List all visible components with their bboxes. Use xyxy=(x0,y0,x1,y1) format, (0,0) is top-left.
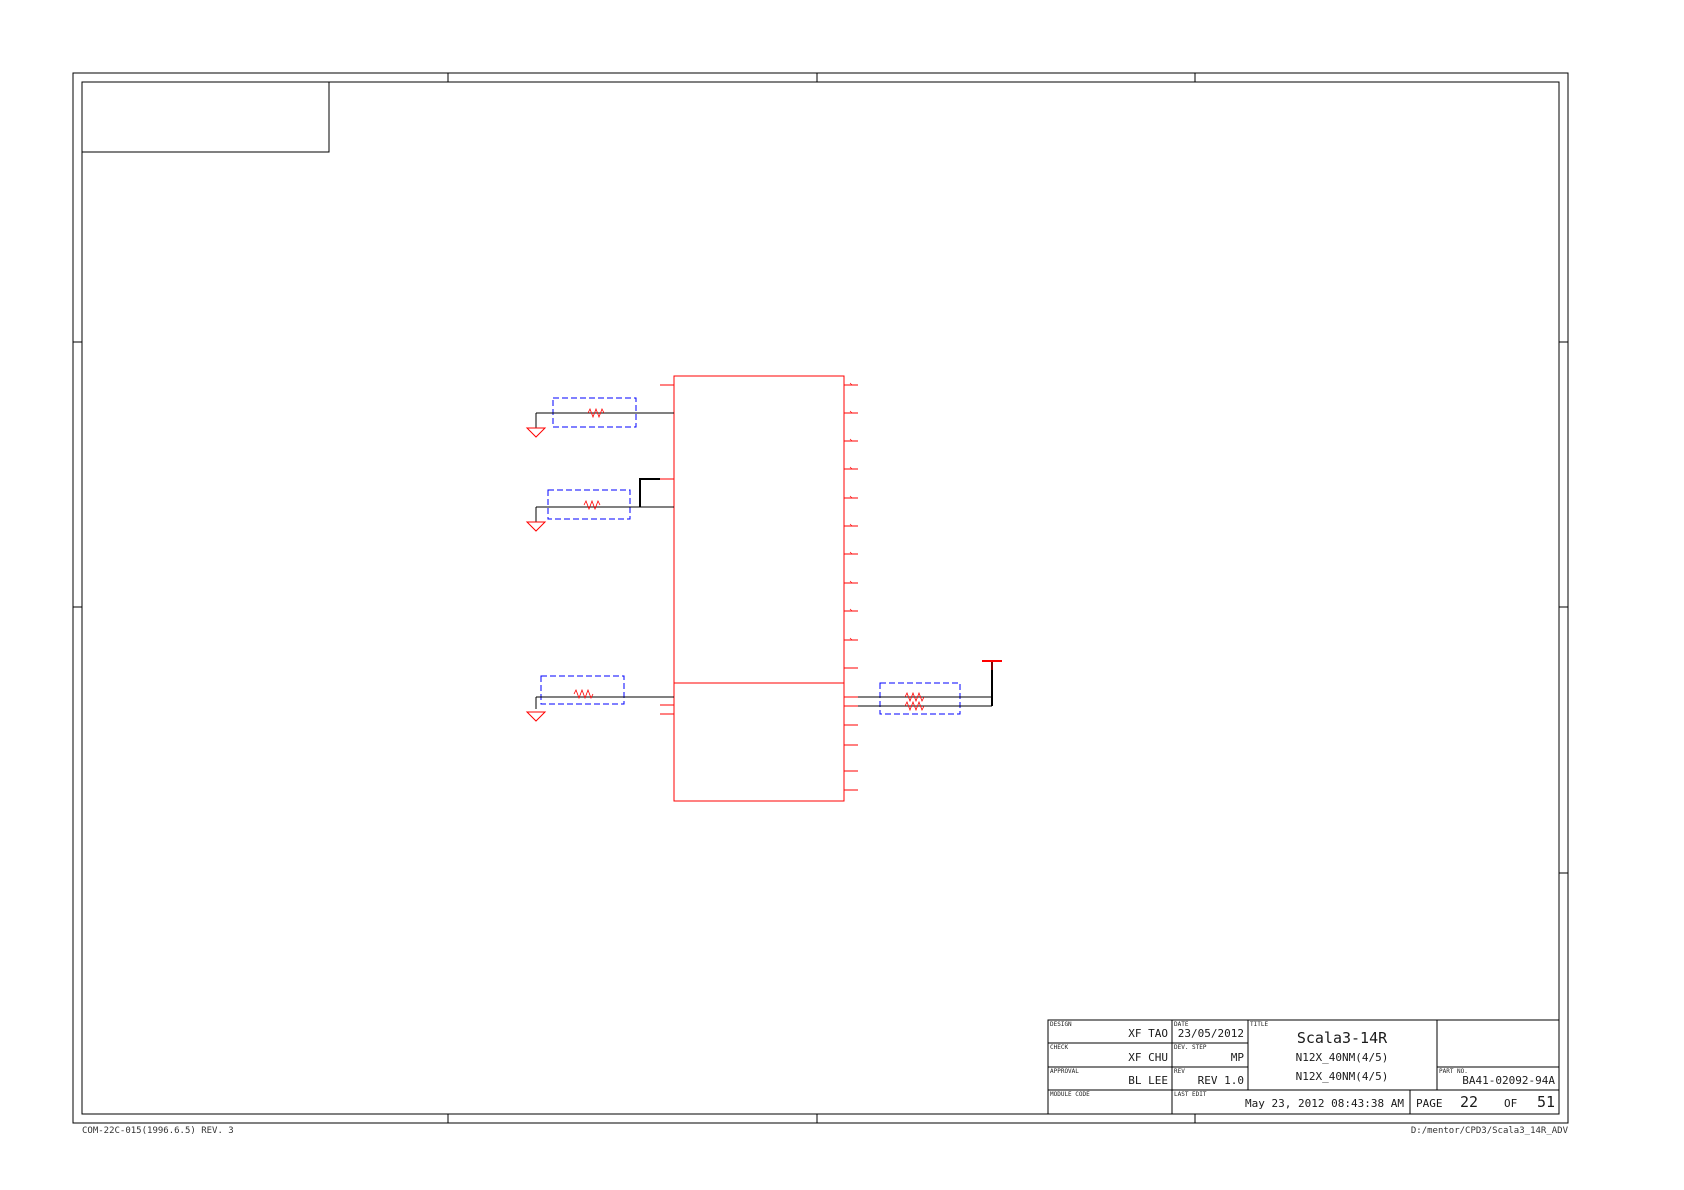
rev-value: REV 1.0 xyxy=(1198,1074,1244,1087)
date-value: 23/05/2012 xyxy=(1178,1027,1244,1040)
check-label: CHECK xyxy=(1050,1044,1068,1051)
resistor-zigzag xyxy=(904,691,925,703)
of-value: 51 xyxy=(1537,1093,1555,1111)
outer-border xyxy=(72,72,1569,1124)
design-label: DESIGN xyxy=(1050,1021,1072,1028)
ic-pin-ticks xyxy=(849,382,853,641)
title-line-3: N12X_40NM(4/5) xyxy=(1296,1070,1389,1083)
dev-step-label: DEV. STEP xyxy=(1174,1044,1207,1051)
dev-step-value: MP xyxy=(1231,1051,1245,1064)
ground-icon xyxy=(525,521,547,532)
footer-form-number: COM-22C-015(1996.6.5) REV. 3 xyxy=(82,1126,234,1136)
last-edit-label: LAST EDIT xyxy=(1174,1091,1207,1098)
title-block-text: DESIGN XF TAO CHECK XF CHU APPROVAL BL L… xyxy=(1050,1021,1555,1111)
ic-body xyxy=(673,375,845,802)
sheet-frame xyxy=(72,72,1569,1124)
page-value: 22 xyxy=(1460,1093,1478,1111)
ic-right-pins xyxy=(844,384,858,791)
last-edit-value: May 23, 2012 08:43:38 AM xyxy=(1245,1097,1404,1110)
resistor-r2-outline xyxy=(547,489,631,520)
resistor-zigzag xyxy=(583,499,601,511)
part-no-label: PART NO. xyxy=(1439,1068,1468,1075)
design-value: XF TAO xyxy=(1128,1027,1168,1040)
date-label: DATE xyxy=(1174,1021,1189,1028)
wire-jumper xyxy=(639,478,660,507)
resistor-r2[interactable] xyxy=(525,478,674,532)
title-block xyxy=(1047,1019,1560,1115)
check-value: XF CHU xyxy=(1128,1051,1168,1064)
ground-icon xyxy=(525,711,547,722)
inner-border xyxy=(81,81,1560,1115)
footer-file-path: D:/mentor/CPD3/Scala3_14R_ADV xyxy=(1411,1126,1569,1136)
title-line-2: N12X_40NM(4/5) xyxy=(1296,1051,1389,1064)
ground-icon xyxy=(525,427,547,438)
resistor-pair-right[interactable] xyxy=(858,660,1002,715)
resistor-pair-outline xyxy=(879,682,961,715)
ic-component[interactable] xyxy=(660,375,858,802)
resistor-zigzag xyxy=(904,700,925,712)
page-label: PAGE xyxy=(1416,1097,1443,1110)
resistor-r1[interactable] xyxy=(525,397,674,438)
rev-label: REV xyxy=(1174,1068,1185,1075)
ic-left-pins xyxy=(660,384,674,715)
resistor-zigzag xyxy=(587,407,605,419)
approval-value: BL LEE xyxy=(1128,1074,1168,1087)
resistor-r3-outline xyxy=(540,675,625,705)
of-label: OF xyxy=(1504,1097,1517,1110)
resistor-r3[interactable] xyxy=(525,675,674,722)
title-line-1: Scala3-14R xyxy=(1297,1029,1388,1047)
approval-label: APPROVAL xyxy=(1050,1068,1079,1075)
title-label: TITLE xyxy=(1250,1021,1268,1028)
module-code-label: MODULE CODE xyxy=(1050,1091,1090,1098)
part-no-value: BA41-02092-94A xyxy=(1462,1074,1555,1087)
resistor-zigzag xyxy=(573,688,594,700)
